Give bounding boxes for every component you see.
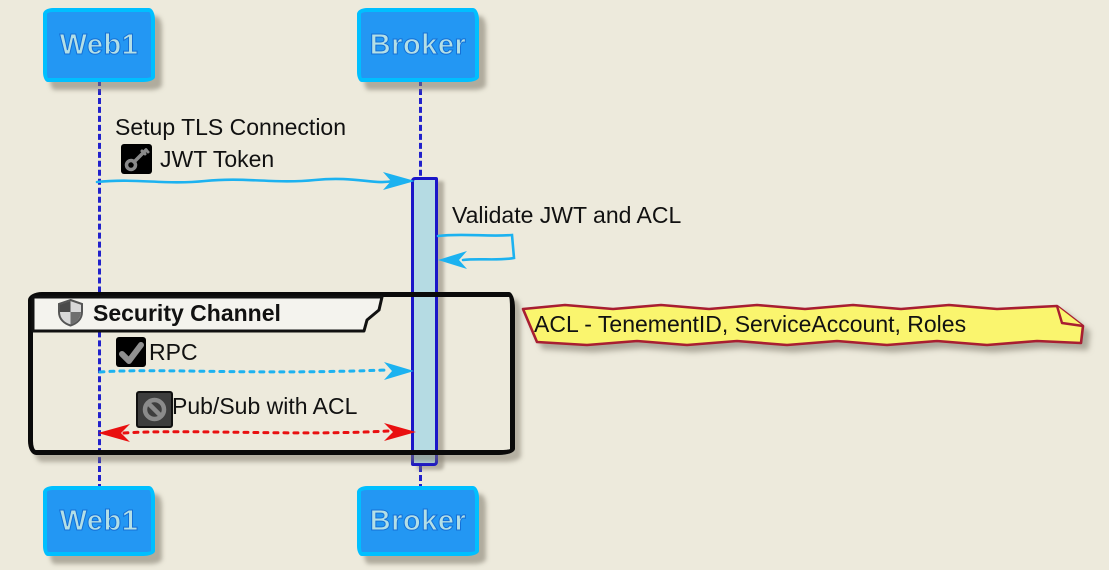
activation-bar-broker <box>411 177 438 466</box>
lifeline-web1 <box>98 80 101 490</box>
participant-web1-top: Web1 <box>43 8 155 82</box>
participant-broker-top: Broker <box>357 8 479 82</box>
rpc-message-label: RPC <box>149 339 198 365</box>
prohibited-icon <box>136 391 173 428</box>
participant-label: Broker <box>369 504 467 537</box>
validate-message-label: Validate JWT and ACL <box>452 202 682 228</box>
key-icon <box>121 144 152 174</box>
acl-note-text: ACL - TenementID, ServiceAccount, Roles <box>534 310 967 337</box>
participant-label: Web1 <box>59 28 139 61</box>
pubsub-arrow <box>98 423 416 442</box>
note-fold-corner <box>1055 305 1084 328</box>
rpc-arrow <box>98 362 414 380</box>
participant-broker-bottom: Broker <box>357 486 479 556</box>
tls-arrow <box>95 172 415 190</box>
check-icon <box>116 337 146 367</box>
participant-label: Broker <box>369 28 467 61</box>
validate-self-arrow <box>436 233 516 269</box>
shield-icon <box>58 298 83 327</box>
jwt-token-label: JWT Token <box>160 146 275 172</box>
note-shape <box>521 303 1085 347</box>
acl-note: ACL - TenementID, ServiceAccount, Roles <box>517 299 1095 353</box>
security-channel-title: Security Channel <box>93 300 281 326</box>
participant-label: Web1 <box>59 504 139 537</box>
participant-web1-bottom: Web1 <box>43 486 155 556</box>
pubsub-message-label: Pub/Sub with ACL <box>172 393 358 419</box>
tls-message-label: Setup TLS Connection <box>115 114 347 140</box>
security-channel-header <box>31 295 384 333</box>
